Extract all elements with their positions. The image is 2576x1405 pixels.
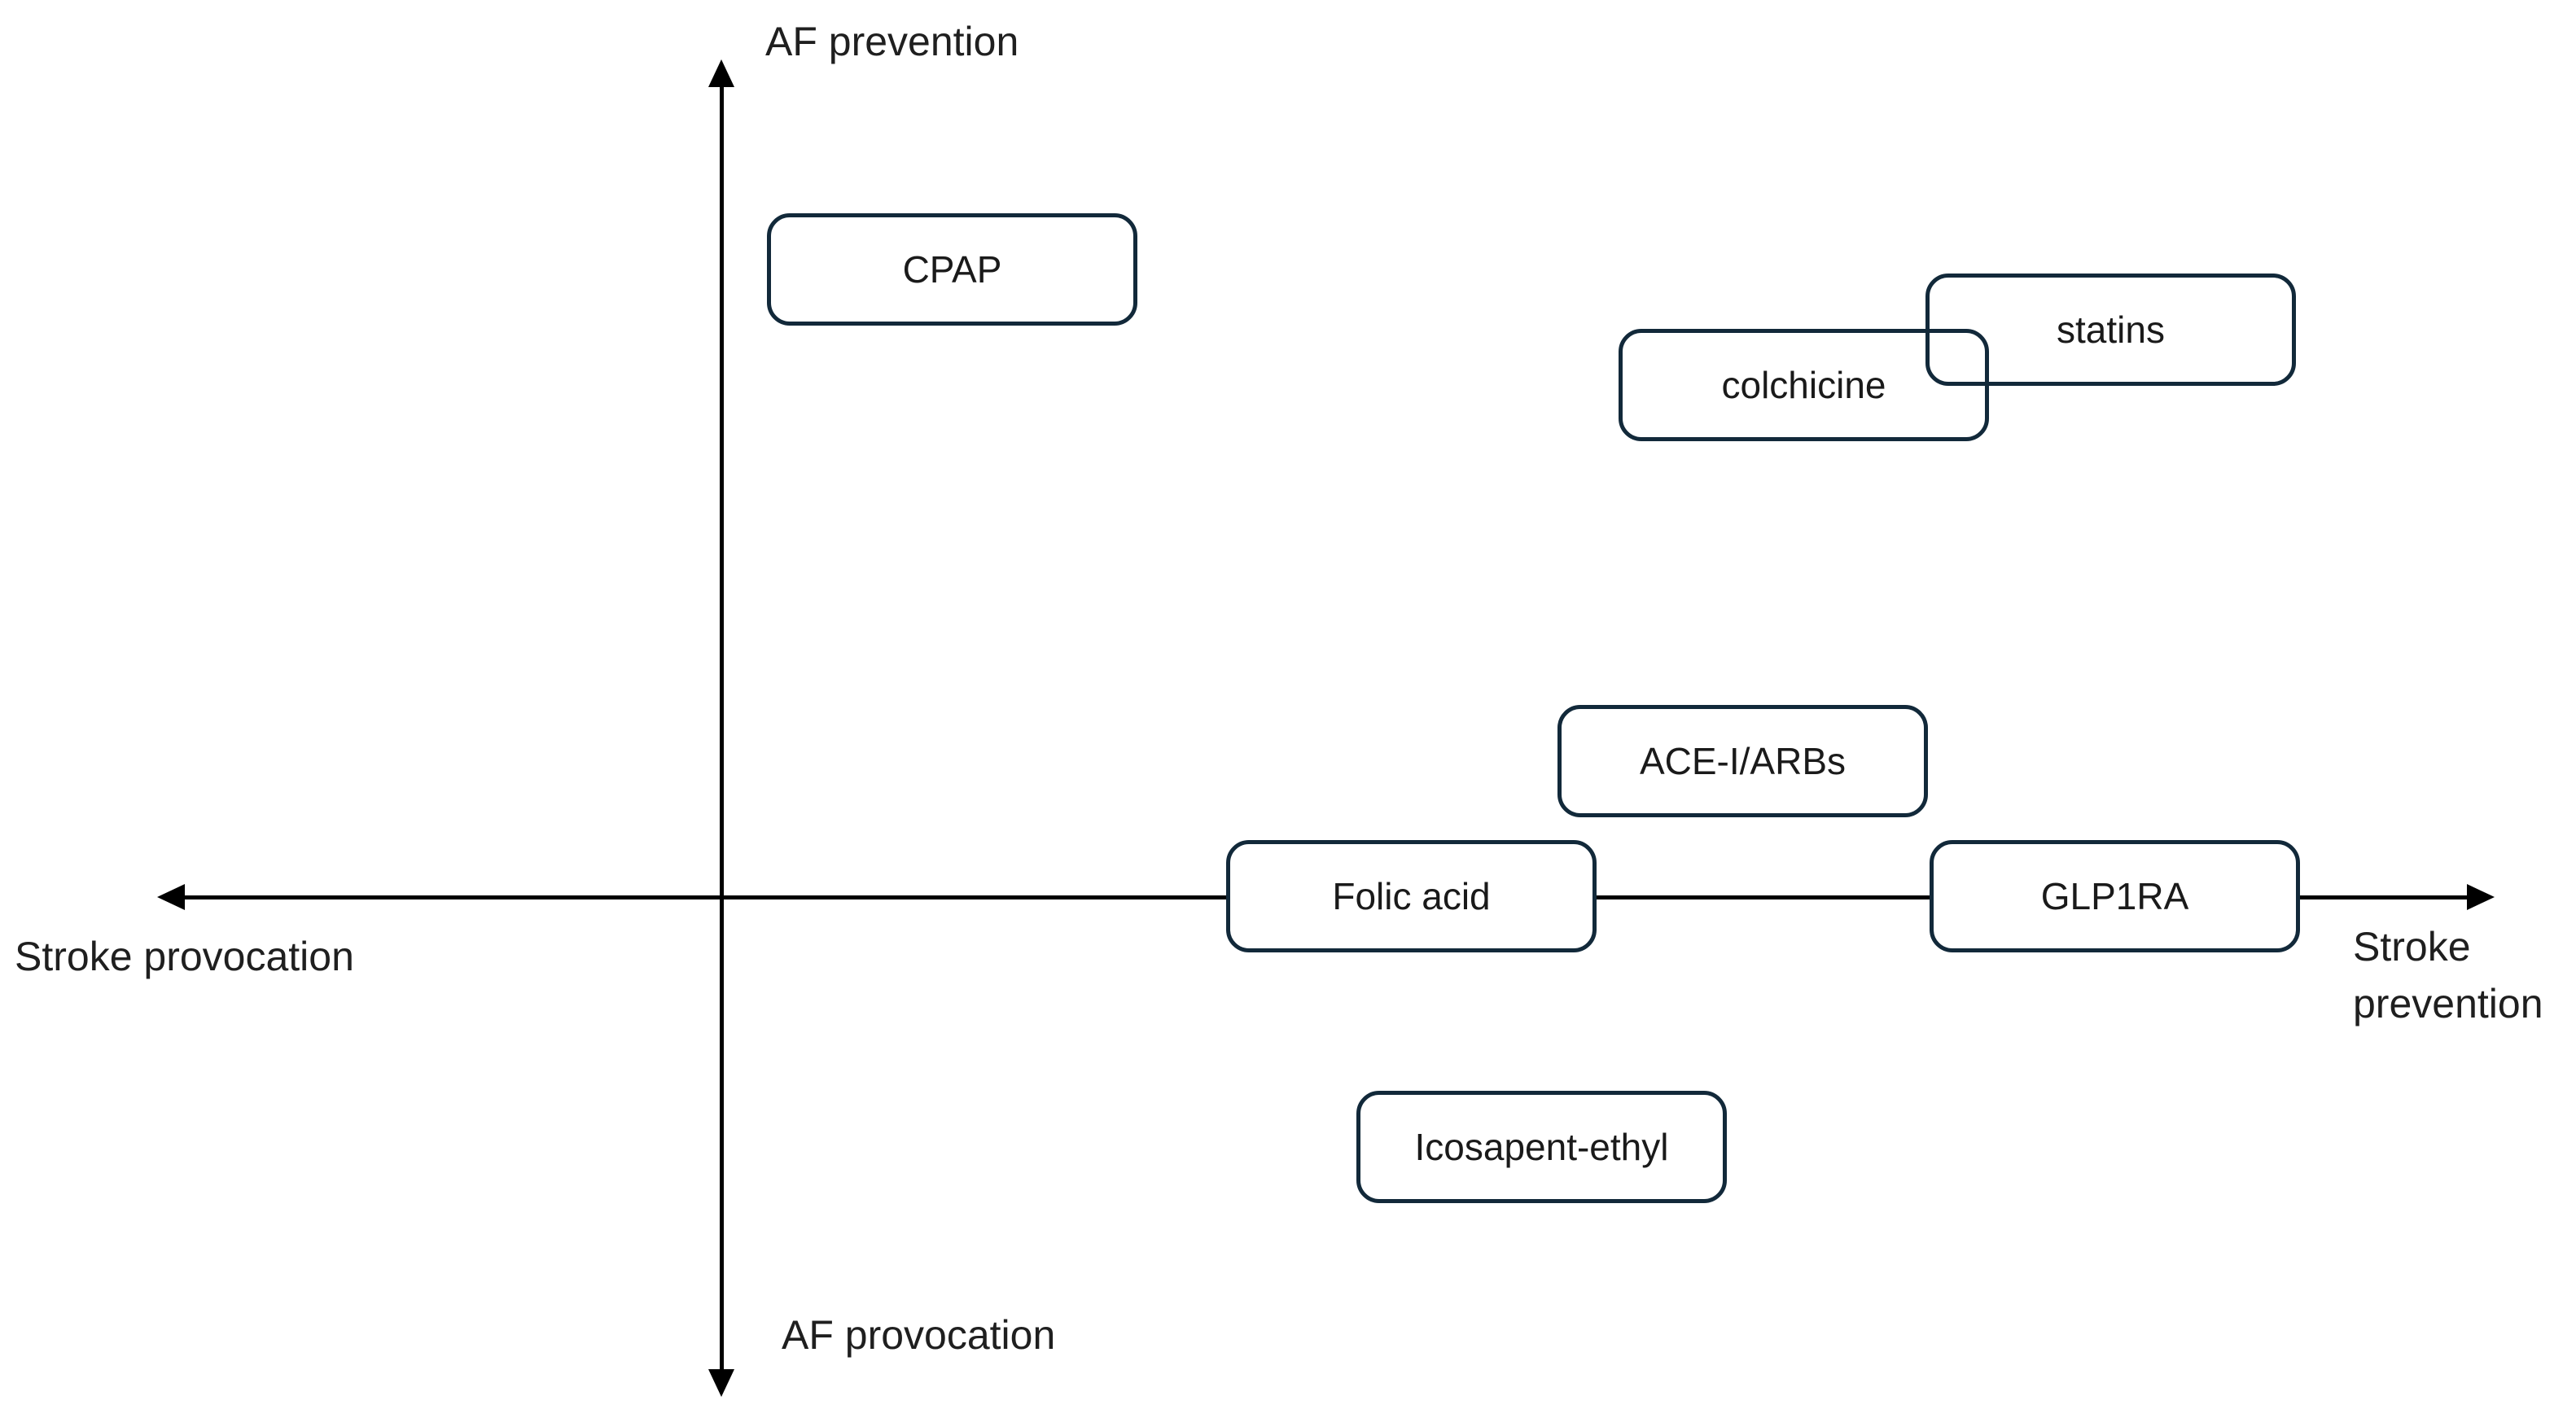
box-cpap-label: CPAP <box>902 248 1002 291</box>
box-cpap: CPAP <box>767 213 1137 326</box>
axis-label-af-prevention: AF prevention <box>765 19 1019 64</box>
axis-label-stroke-provocation: Stroke provocation <box>15 934 354 979</box>
box-icosapent-ethyl: Icosapent-ethyl <box>1356 1091 1727 1203</box>
box-ace-i-arbs: ACE-I/ARBs <box>1557 705 1928 817</box>
box-statins-label: statins <box>2057 309 2165 351</box>
box-folic-acid: Folic acid <box>1226 840 1597 952</box>
axis-label-stroke-prevention: Stroke prevention <box>2353 918 2543 1032</box>
box-folic-acid-label: Folic acid <box>1332 875 1491 917</box>
box-colchicine-label: colchicine <box>1721 364 1886 406</box>
axis-label-stroke-prevention-line1: Stroke <box>2353 924 2471 969</box>
arrowhead-down-icon <box>708 1369 734 1397</box>
axis-label-stroke-prevention-line2: prevention <box>2353 981 2543 1026</box>
vertical-axis-line <box>720 77 724 1380</box>
box-statins: statins <box>1925 274 2296 386</box>
arrowhead-right-icon <box>2467 884 2495 910</box>
box-glp1ra-label: GLP1RA <box>2040 875 2189 917</box>
arrowhead-left-icon <box>157 884 185 910</box>
arrowhead-up-icon <box>708 59 734 87</box>
box-colchicine: colchicine <box>1619 329 1989 441</box>
axis-label-af-provocation: AF provocation <box>782 1312 1056 1358</box>
box-ace-i-arbs-label: ACE-I/ARBs <box>1639 740 1847 782</box>
box-glp1ra: GLP1RA <box>1930 840 2300 952</box>
box-icosapent-ethyl-label: Icosapent-ethyl <box>1414 1126 1669 1168</box>
